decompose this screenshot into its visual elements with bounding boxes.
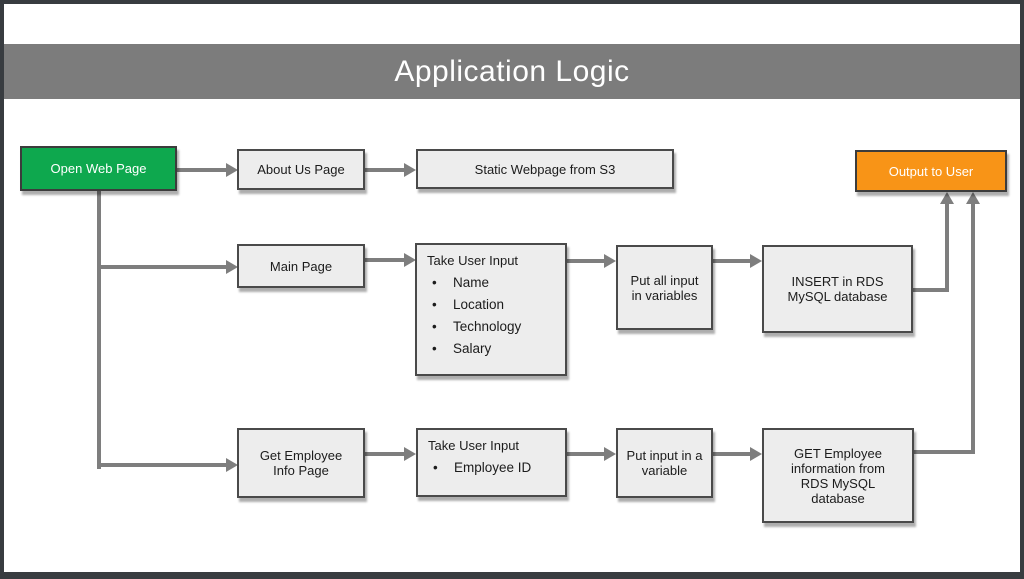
take-user-input-employee-title: Take User Input: [428, 438, 520, 453]
arrowhead-variable-to-get: [750, 447, 762, 461]
node-insert-rds-mysql: INSERT in RDS MySQL database: [762, 245, 913, 333]
frame-left: [0, 0, 4, 579]
frame-right: [1020, 0, 1024, 579]
arrowhead-get-to-output: [966, 192, 980, 204]
node-take-user-input-employee: Take User Input • Employee ID: [416, 428, 567, 497]
page-title: Application Logic: [394, 54, 630, 88]
connector-trunk-to-getinfo: [97, 463, 226, 467]
connector-get-to-output-vertical: [971, 204, 975, 454]
node-get-employee-info-page: Get Employee Info Page: [237, 428, 365, 498]
title-bar: Application Logic: [4, 44, 1020, 99]
arrowhead-input-to-variable: [604, 447, 616, 461]
bullet-icon: •: [432, 319, 437, 334]
bullet-icon: •: [433, 460, 438, 475]
bullet-icon: •: [432, 341, 437, 356]
bullet-icon: •: [432, 275, 437, 290]
node-get-employee-rds: GET Employee information from RDS MySQL …: [762, 428, 914, 523]
bullet-label: Employee ID: [454, 460, 532, 475]
bullet-item-employee-id: • Employee ID: [428, 460, 557, 475]
connector-main-to-input: [365, 258, 404, 262]
arrowhead-trunk-to-getinfo: [226, 458, 238, 472]
node-static-webpage-s3: Static Webpage from S3: [416, 149, 674, 189]
arrowhead-variables-to-insert: [750, 254, 762, 268]
connector-input-to-variable: [567, 452, 604, 456]
bullet-item-technology: • Technology: [427, 319, 557, 334]
arrowhead-about-to-static: [404, 163, 416, 177]
bullet-label: Technology: [453, 319, 522, 334]
arrowhead-main-to-input: [404, 253, 416, 267]
arrowhead-getinfo-to-input: [404, 447, 416, 461]
node-put-input-variable: Put input in a variable: [616, 428, 713, 498]
frame-top: [0, 0, 1024, 4]
node-open-web-page: Open Web Page: [20, 146, 177, 191]
connector-variables-to-insert: [713, 259, 750, 263]
node-take-user-input-main: Take User Input • Name • Location • Tech…: [415, 243, 567, 376]
arrowhead-trunk-to-main: [226, 260, 238, 274]
connector-trunk-to-main: [97, 265, 226, 269]
arrowhead-open-to-about: [226, 163, 238, 177]
bullet-item-location: • Location: [427, 297, 557, 312]
bullet-item-name: • Name: [427, 275, 557, 290]
bullet-label: Salary: [453, 341, 492, 356]
connector-variable-to-get: [713, 452, 750, 456]
bullet-icon: •: [432, 297, 437, 312]
connector-open-to-about: [177, 168, 226, 172]
node-output-to-user: Output to User: [855, 150, 1007, 192]
take-user-input-main-title: Take User Input: [427, 253, 519, 268]
connector-getinfo-to-input: [365, 452, 404, 456]
node-main-page: Main Page: [237, 244, 365, 288]
node-about-us-page: About Us Page: [237, 149, 365, 190]
connector-insert-to-output-horizontal: [913, 288, 949, 292]
frame-bottom: [0, 572, 1024, 579]
connector-about-to-static: [365, 168, 404, 172]
connector-input-to-variables: [567, 259, 604, 263]
bullet-label: Name: [453, 275, 490, 290]
arrowhead-insert-to-output: [940, 192, 954, 204]
node-put-all-input-variables: Put all input in variables: [616, 245, 713, 330]
arrowhead-input-to-variables: [604, 254, 616, 268]
bullet-label: Location: [453, 297, 505, 312]
connector-trunk-vertical: [97, 190, 101, 469]
connector-insert-to-output-vertical: [945, 204, 949, 292]
bullet-item-salary: • Salary: [427, 341, 557, 356]
connector-get-to-output-horizontal: [914, 450, 975, 454]
